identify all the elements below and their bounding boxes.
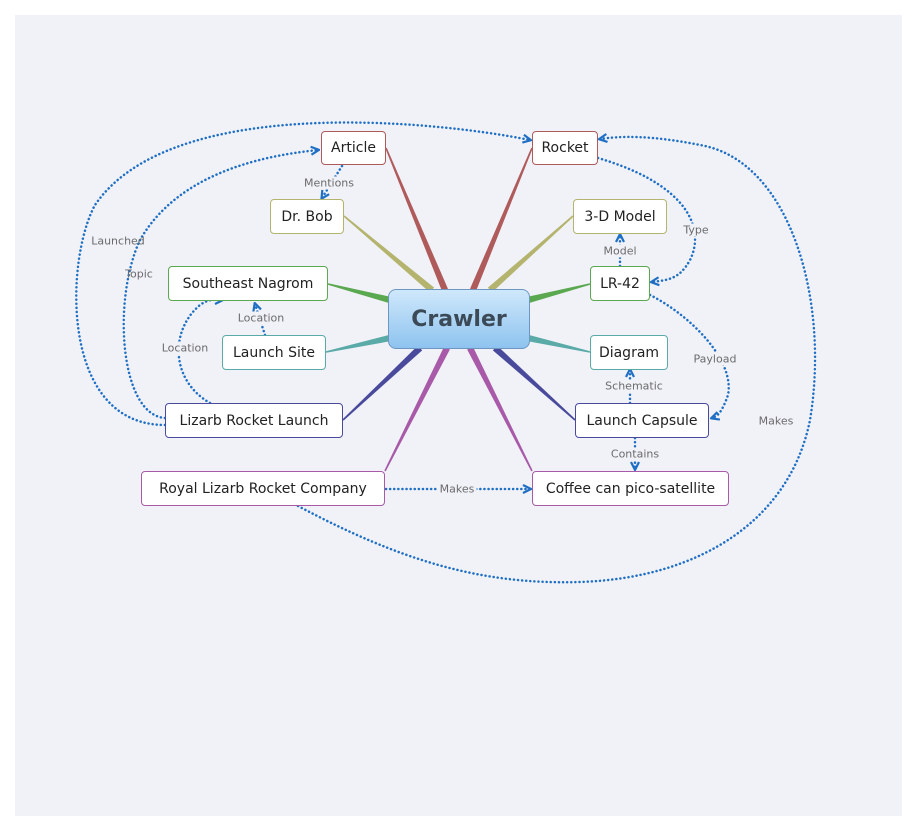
branch-royal-company bbox=[384, 346, 450, 472]
map-canvas bbox=[15, 15, 902, 816]
topic-launch-site[interactable]: Launch Site bbox=[222, 335, 326, 370]
central-topic[interactable]: Crawler bbox=[388, 289, 530, 349]
relation-label-contains: Contains bbox=[608, 447, 662, 461]
branch-diagram bbox=[527, 334, 591, 353]
relation-payload[interactable] bbox=[648, 293, 730, 418]
branch-article bbox=[385, 147, 448, 292]
relation-type[interactable] bbox=[596, 156, 697, 282]
relation-launched[interactable] bbox=[75, 121, 530, 427]
topic-launch-capsule[interactable]: Launch Capsule bbox=[575, 403, 709, 438]
topic-coffee-can-pico-satellite[interactable]: Coffee can pico-satellite bbox=[532, 471, 729, 506]
branch-rocket bbox=[470, 147, 533, 292]
branch-launch-site bbox=[325, 334, 391, 353]
relation-label-makes-rocket: Makes bbox=[758, 414, 794, 428]
relation-label-makes-coffee: Makes bbox=[437, 482, 477, 496]
relation-label-launched: Launched bbox=[91, 234, 145, 248]
relation-label-schematic: Schematic bbox=[603, 379, 665, 393]
topic-lizarb-rocket-launch[interactable]: Lizarb Rocket Launch bbox=[165, 403, 343, 438]
relation-label-location-site: Location bbox=[235, 311, 287, 325]
topic-rocket[interactable]: Rocket bbox=[532, 131, 598, 165]
topic-diagram[interactable]: Diagram bbox=[590, 335, 668, 370]
branch-dr-bob bbox=[343, 215, 435, 293]
branch-launch-capsule bbox=[492, 345, 576, 421]
relation-label-type: Type bbox=[681, 223, 711, 237]
branch-coffee-can bbox=[467, 346, 533, 472]
topic-article[interactable]: Article bbox=[321, 131, 386, 165]
topic-3d-model[interactable]: 3-D Model bbox=[573, 199, 667, 234]
topic-southeast-nagrom[interactable]: Southeast Nagrom bbox=[168, 266, 328, 301]
topic-royal-lizarb-rocket-company[interactable]: Royal Lizarb Rocket Company bbox=[141, 471, 385, 506]
relation-label-location-launch: Location bbox=[159, 341, 211, 355]
relation-label-model: Model bbox=[601, 244, 639, 258]
relation-topic[interactable] bbox=[122, 150, 318, 420]
branch-model-3d bbox=[487, 215, 574, 293]
relation-makes-rocket[interactable] bbox=[296, 137, 817, 584]
branch-lizarb-launch bbox=[342, 345, 423, 421]
branch-southeast-nagrom bbox=[327, 283, 391, 304]
branch-lr42 bbox=[527, 283, 591, 304]
relation-label-topic: Topic bbox=[125, 267, 153, 281]
relation-label-payload: Payload bbox=[691, 352, 739, 366]
topic-lr-42[interactable]: LR-42 bbox=[590, 266, 650, 301]
relation-label-mentions: Mentions bbox=[301, 176, 357, 190]
topic-dr-bob[interactable]: Dr. Bob bbox=[270, 199, 344, 234]
